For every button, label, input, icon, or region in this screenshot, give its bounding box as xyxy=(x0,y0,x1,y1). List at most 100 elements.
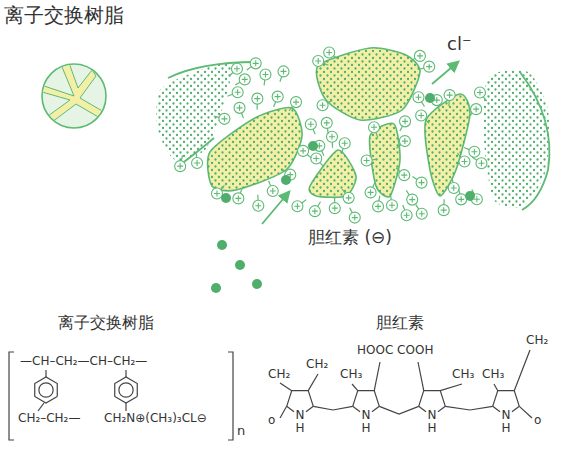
pyrrole-ring xyxy=(353,391,380,407)
cation-site xyxy=(192,152,203,168)
bond-line xyxy=(445,406,492,410)
bond-line xyxy=(308,374,318,391)
cation-site xyxy=(234,102,245,118)
resin-grain xyxy=(316,48,420,120)
cation-site xyxy=(474,87,486,101)
bond-line xyxy=(352,384,358,391)
formula-text: —CH–CH₂—CH–CH₂— xyxy=(20,355,147,369)
resin-grain xyxy=(370,123,401,196)
formula-text: N H xyxy=(360,409,372,435)
bound-bilirubin xyxy=(425,93,435,103)
cation-site xyxy=(456,189,467,205)
pyrrole-ring xyxy=(419,406,426,411)
cation-site xyxy=(342,189,354,203)
cation-site xyxy=(278,66,289,82)
formula-text: CH₂ xyxy=(526,334,548,348)
formula-text: CH₂ xyxy=(306,358,328,372)
formula-text: HOOC COOH xyxy=(357,344,433,358)
pyrrole-ring xyxy=(493,406,500,411)
resin-grain-dots xyxy=(316,48,420,120)
cation-site xyxy=(317,100,332,111)
cation-site xyxy=(365,182,376,198)
cation-site xyxy=(448,177,459,193)
cation-site xyxy=(329,197,340,213)
cation-site xyxy=(413,92,425,107)
cation-site xyxy=(292,200,306,212)
cation-site xyxy=(438,199,449,215)
cation-site xyxy=(410,50,425,61)
pyrrole-ring xyxy=(419,391,446,407)
resin-edge xyxy=(520,72,549,210)
cation-site xyxy=(401,205,412,221)
cation-site xyxy=(472,157,487,169)
cation-site xyxy=(339,138,350,154)
benzene-ring xyxy=(35,377,58,403)
pyrrole-ring xyxy=(372,406,379,411)
resin-grain-dots xyxy=(208,108,302,191)
cation-site xyxy=(386,194,397,210)
formula-text: o xyxy=(534,414,541,428)
cation-site xyxy=(444,90,455,106)
cation-site xyxy=(469,104,482,117)
cation-site xyxy=(324,47,338,59)
cation-site xyxy=(227,87,243,98)
formula-text: CH₂–CH₂— xyxy=(18,412,80,426)
cation-site xyxy=(305,119,316,135)
formula-text: N H xyxy=(500,409,512,435)
bond-line xyxy=(280,406,287,418)
benzene-ring xyxy=(115,377,138,403)
title: 离子交换树脂 xyxy=(4,4,124,27)
cation-site xyxy=(369,122,380,138)
bond-line xyxy=(494,384,498,391)
resin-grain-dots xyxy=(309,150,356,197)
cation-site xyxy=(229,63,243,76)
cation-site xyxy=(406,190,417,205)
cation-site xyxy=(233,188,244,204)
pyrrole-ring xyxy=(287,391,314,407)
cation-site xyxy=(349,208,360,223)
bound-bilirubin xyxy=(221,193,231,203)
pyrrole-ring xyxy=(438,406,445,411)
bond-line xyxy=(440,384,462,391)
formula-text: n xyxy=(237,424,245,439)
cation-site xyxy=(247,58,261,70)
bond-line xyxy=(379,406,418,414)
resin-grain xyxy=(309,150,356,197)
resin-grain-dots xyxy=(425,94,470,196)
cation-site xyxy=(412,176,427,188)
bond-line xyxy=(374,362,380,391)
cation-site xyxy=(309,202,320,217)
chloride-arrow xyxy=(432,62,458,84)
cation-site xyxy=(396,168,410,181)
benzene-ring xyxy=(119,383,133,397)
formula-text: CH₃ xyxy=(340,368,362,382)
formula-text: o xyxy=(268,414,275,428)
cation-site xyxy=(235,74,250,85)
formula-text: CH₃ xyxy=(482,368,504,382)
pyrrole-ring xyxy=(287,406,294,411)
cation-site xyxy=(416,205,428,220)
resin-structure xyxy=(9,352,233,440)
cation-site xyxy=(416,110,429,123)
cation-site xyxy=(419,61,435,72)
pyrrole-ring xyxy=(306,406,313,411)
bond-line xyxy=(418,362,424,391)
formula-text: N H xyxy=(294,409,306,435)
cation-site xyxy=(252,93,263,109)
bond-line xyxy=(519,406,532,418)
bilirubin-arrow xyxy=(262,192,289,224)
formula-text: N H xyxy=(426,409,438,435)
cation-site xyxy=(321,117,332,133)
bound-bilirubin xyxy=(465,191,475,201)
cation-site xyxy=(272,91,283,107)
cation-site xyxy=(457,153,470,167)
label: 胆红素 xyxy=(376,314,424,332)
bound-bilirubin xyxy=(281,175,291,185)
cation-site xyxy=(214,113,230,124)
bilirubin-dots xyxy=(211,240,262,293)
cation-site xyxy=(253,195,264,211)
bound-bilirubin xyxy=(308,141,318,151)
pyrrole-ring xyxy=(493,391,520,407)
magnified-bead xyxy=(42,60,106,128)
